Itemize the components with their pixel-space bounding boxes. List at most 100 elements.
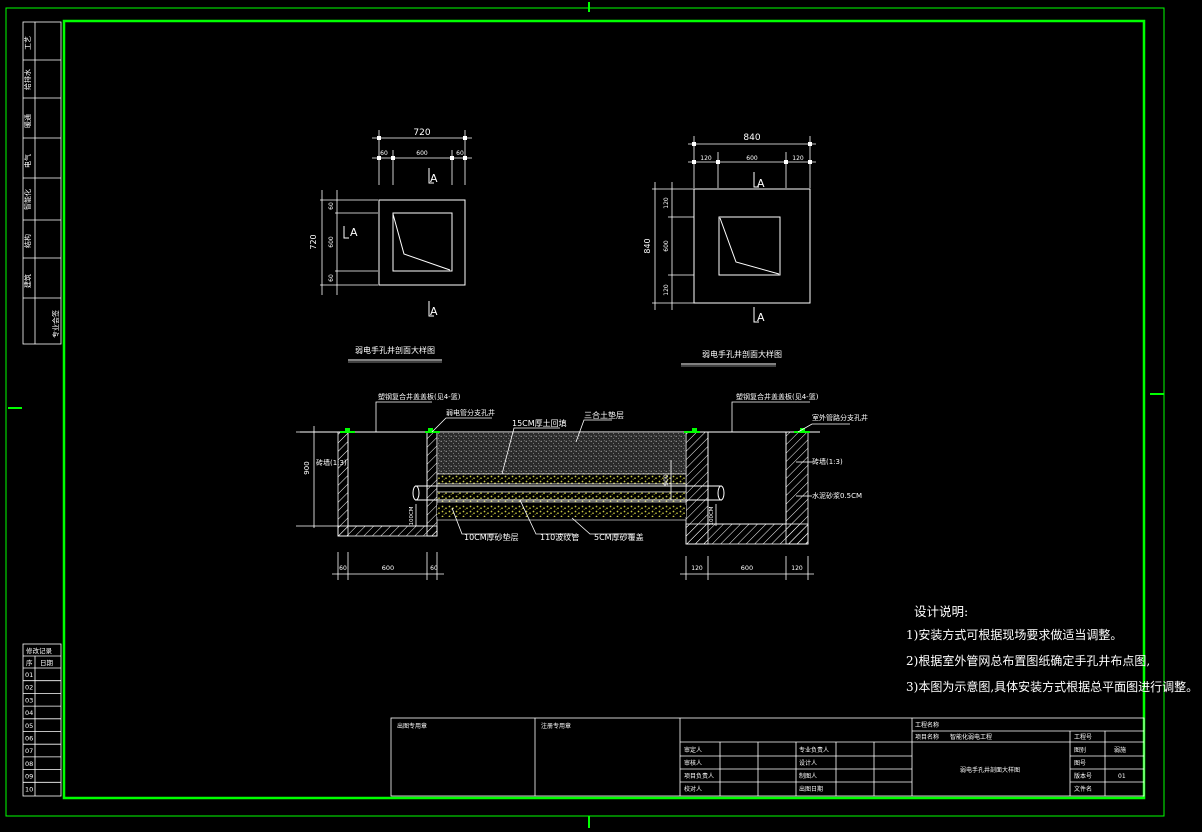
design-notes: 设计说明: 1)安装方式可根据现场要求做适当调整。 2)根据室外管网总布置图纸确… (906, 602, 1199, 700)
stamp-print: 出图专用章 (397, 722, 427, 730)
field-date: 出图日期 (799, 785, 823, 793)
plan-view-right: 840 120 600 120 840 120 600 120 A A 弱电手孔… (643, 133, 816, 367)
label-sand-bottom: 10CM厚砂垫层 (464, 532, 519, 542)
revision-row-number: 05 (25, 722, 33, 730)
field-approve: 审定人 (684, 746, 702, 754)
dim-bottom-right-1: 120 (691, 565, 703, 572)
label-fill: 15CM厚土回填 (512, 418, 567, 428)
right-label-version: 版本号 (1074, 772, 1092, 780)
revision-row-number: 03 (25, 696, 33, 704)
section-mark-a: A (757, 311, 765, 324)
right-value-version: 01 (1118, 773, 1126, 780)
stamp-register: 注册专用章 (541, 722, 571, 730)
section-view: 900 900 100CM 100CM 塑钢复合井盖盖板(见4-篮) 塑钢复合井… (296, 392, 868, 580)
note-item-2: 2)根据室外管网总布置图纸确定手孔井布点图, (906, 654, 1151, 668)
dim-inner-height: 600 (663, 240, 670, 252)
section-mark-a: A (350, 226, 358, 239)
dim-top-margin: 120 (663, 197, 670, 209)
revision-col-date: 日期 (40, 659, 54, 667)
left-signoff-strip (22, 21, 62, 345)
label-cover-left: 塑钢复合井盖盖板(见4-篮) (378, 392, 461, 401)
dim-bottom-left-1: 60 (339, 565, 347, 572)
sheet-frame (5, 2, 1165, 828)
dim-bottom-left-2: 600 (382, 564, 394, 572)
label-wall-left: 砖墙(1:3) (316, 458, 347, 467)
notes-heading: 设计说明: (914, 604, 969, 619)
label-well-right: 室外管路分支孔井 (812, 413, 868, 422)
dim-left-margin: 120 (700, 155, 712, 162)
strip-label: 建筑 (23, 274, 32, 288)
right-label-drawing-no: 图号 (1074, 760, 1086, 767)
revision-row-number: 04 (25, 709, 33, 717)
dim-pipe-left: 100CM (409, 506, 415, 525)
title-block-text: 出图专用章 注册专用章 工程名称 项目名称 智能化弱电工程 弱电手孔井剖面大样图… (397, 721, 1126, 793)
revision-col-seq: 序 (26, 658, 33, 667)
label-well-left: 弱电管分支孔井 (446, 408, 495, 417)
strip-label: 结构 (23, 234, 32, 248)
field-drafter: 制图人 (799, 772, 817, 780)
revision-row-number: 07 (25, 747, 33, 755)
dim-bottom-margin: 60 (328, 274, 335, 282)
section-mark-a: A (430, 172, 438, 185)
strip-label: 智能化 (23, 189, 32, 210)
dim-total-width: 840 (743, 133, 760, 143)
dim-inner-height: 600 (328, 236, 335, 248)
dim-well-height: 900 (303, 461, 311, 474)
field-designer: 设计人 (799, 759, 817, 767)
dim-total-width: 720 (413, 128, 430, 138)
title-block (390, 717, 1145, 797)
plan-title-right: 弱电手孔井剖面大样图 (702, 349, 782, 359)
revision-row-number: 08 (25, 760, 33, 768)
dim-bottom-right-2: 600 (741, 564, 753, 572)
plan-view-left: 720 60 600 60 720 60 600 60 A A A 弱电手孔井剖… (309, 128, 472, 363)
dim-bottom-margin: 120 (663, 284, 670, 296)
strip-label: 电气 (23, 154, 32, 168)
dim-bottom-right-3: 120 (791, 565, 803, 572)
label-pipe: 110波纹管 (540, 532, 579, 542)
drawing-title: 弱电手孔井剖面大样图 (960, 766, 1020, 774)
dim-pipe-right: 100CM (709, 506, 715, 525)
field-check: 校对人 (684, 785, 702, 793)
strip-label: 工艺 (24, 36, 32, 50)
revision-table-header: 修改记录 (26, 646, 53, 655)
label-lime: 三合土垫层 (584, 410, 624, 420)
right-label-project-no: 工程号 (1074, 733, 1092, 741)
field-manager: 项目负责人 (684, 772, 714, 780)
field-lead: 专业负责人 (799, 746, 829, 754)
strip-label: 给排水 (23, 69, 32, 90)
revision-row-number: 10 (25, 785, 33, 793)
dim-bottom-left-3: 60 (430, 565, 438, 572)
dim-top-margin: 60 (328, 202, 335, 210)
strip-label: 暖通 (23, 114, 32, 128)
project-label: 工程名称 (915, 721, 939, 729)
dim-right-margin: 120 (792, 155, 804, 162)
label-wall-right: 砖墙(1:3) (812, 457, 843, 466)
section-mark-a: A (430, 305, 438, 318)
right-label-category: 图别 (1074, 746, 1086, 754)
item-label: 项目名称 (915, 733, 939, 741)
left-strip-labels: 工艺 给排水 暖通 电气 智能化 结构 建筑 专业会签 (23, 36, 60, 338)
dim-inner-width: 600 (416, 150, 428, 157)
right-label-file: 文件名 (1074, 785, 1092, 793)
item-value: 智能化弱电工程 (950, 733, 992, 741)
dim-total-height: 720 (309, 234, 318, 249)
revision-row-number: 01 (25, 671, 33, 679)
dim-trench-depth: 900 (663, 474, 670, 486)
section-mark-a: A (757, 177, 765, 190)
dim-total-height: 840 (643, 238, 652, 253)
dim-inner-width: 600 (746, 155, 758, 162)
revision-row-number: 02 (25, 684, 33, 692)
strip-label: 专业会签 (51, 310, 60, 338)
revision-row-number: 09 (25, 773, 33, 781)
field-review: 审核人 (684, 759, 702, 767)
label-cover-right: 塑钢复合井盖盖板(见4-篮) (736, 392, 819, 401)
label-sand-top: 5CM厚砂覆盖 (594, 532, 644, 542)
right-value-category: 弱施 (1114, 746, 1126, 754)
label-waterproof: 水泥砂浆0.5CM (812, 491, 862, 500)
dim-right-margin: 60 (456, 150, 464, 157)
note-item-3: 3)本图为示意图,具体安装方式根据总平面图进行调整。 (906, 680, 1199, 694)
note-item-1: 1)安装方式可根据现场要求做适当调整。 (906, 628, 1123, 642)
